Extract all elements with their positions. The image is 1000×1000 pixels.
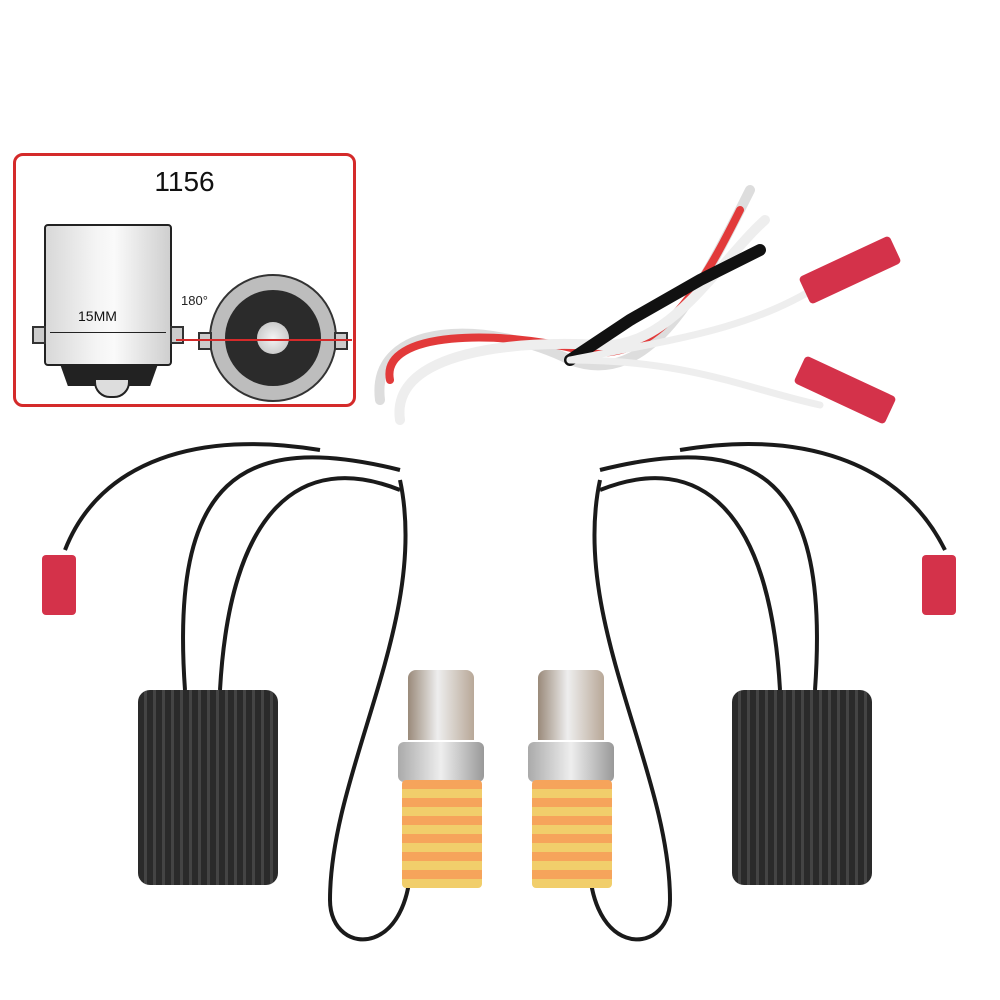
bulb-base-bottom-view (209, 274, 337, 402)
pin-alignment-line (176, 339, 352, 341)
pin-bottom-right (334, 332, 348, 350)
wiring-harness-image (374, 185, 824, 425)
module-wires (63, 442, 947, 942)
led-bulb-left (398, 650, 486, 900)
base-insulator (60, 364, 158, 386)
decoder-module-right (732, 690, 872, 885)
bulb-base-side-view (44, 224, 172, 366)
decoder-module-left (138, 690, 278, 885)
bulb-model-label: 1156 (154, 166, 215, 197)
spade-connector-right (922, 555, 956, 615)
bulb-spec-inset: 1156 15MM 180° (13, 153, 356, 407)
pin-bottom-left (198, 332, 212, 350)
dimension-arrow (50, 332, 166, 333)
dimension-label: 15MM (78, 308, 117, 324)
base-contact (94, 378, 130, 398)
angle-label: 180° (181, 293, 208, 308)
pin-right (170, 326, 184, 344)
led-bulb-right (528, 650, 616, 900)
spade-connector-left (42, 555, 76, 615)
pin-left (32, 326, 46, 344)
